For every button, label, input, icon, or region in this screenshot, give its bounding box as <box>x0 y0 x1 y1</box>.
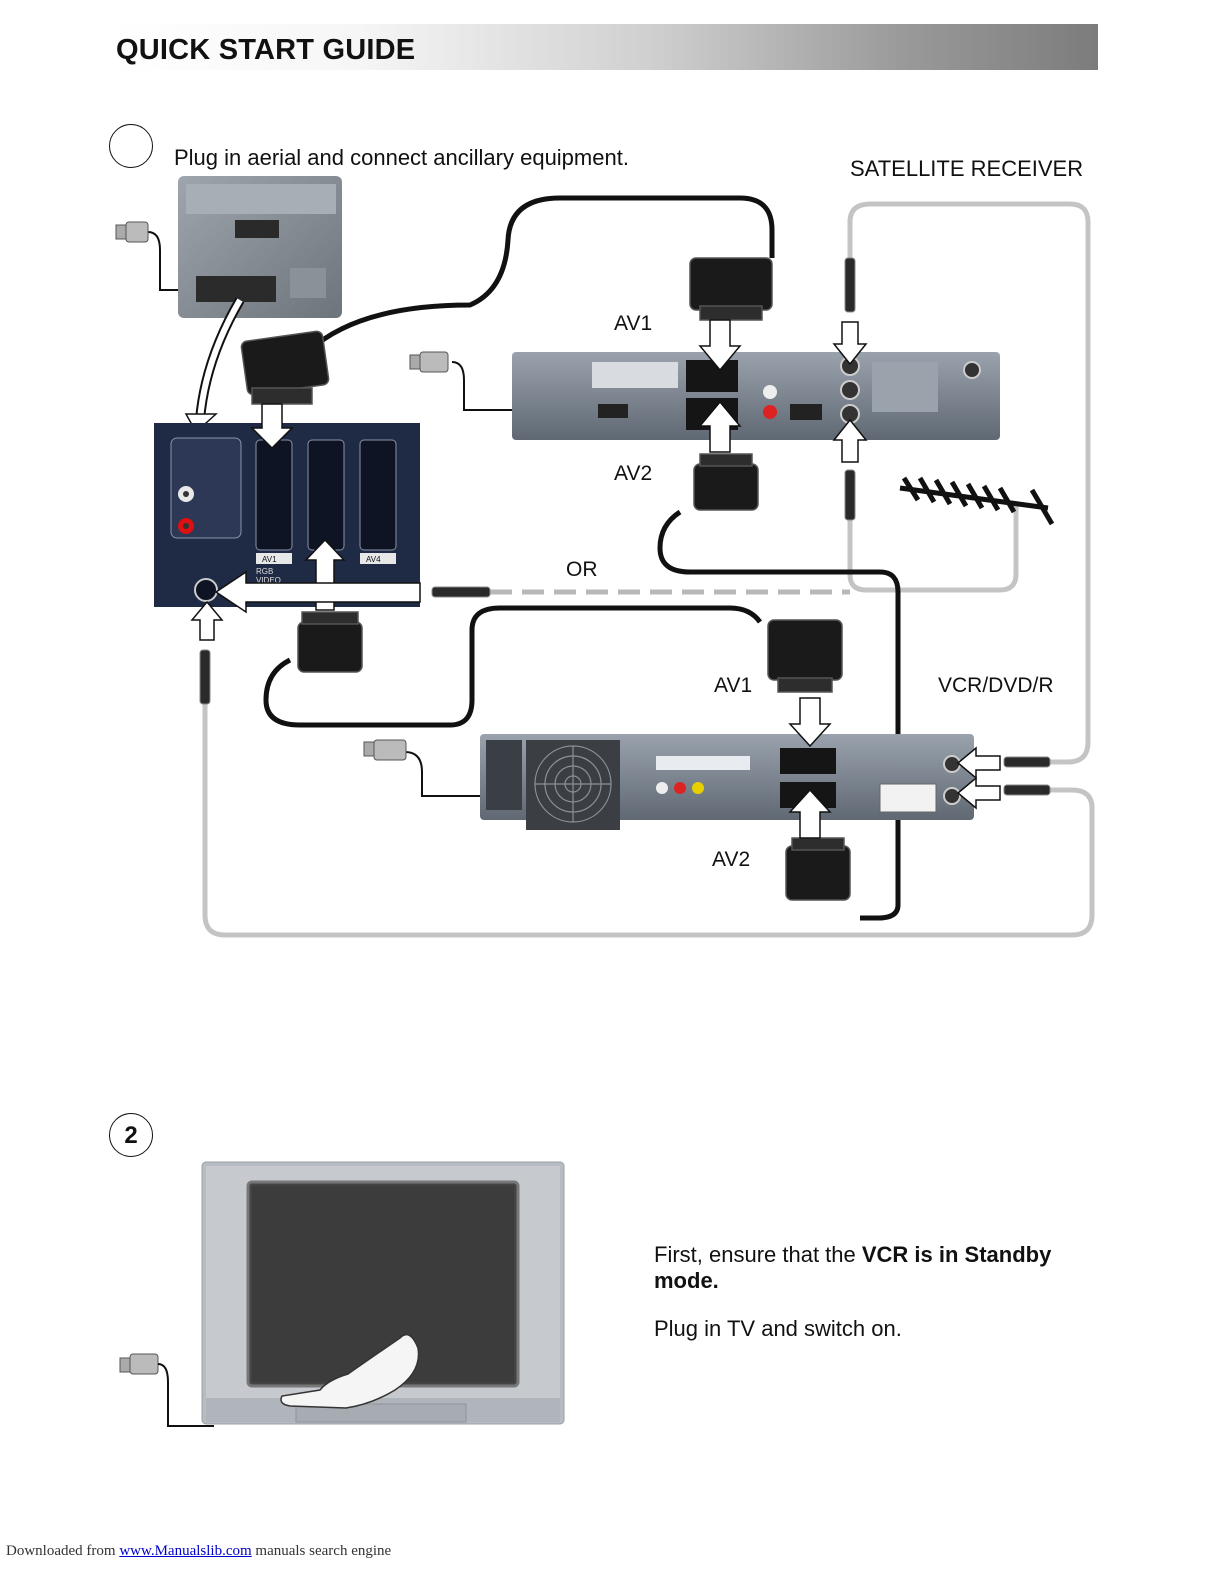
mains-plug-icon-2 <box>410 352 448 372</box>
label-or: OR <box>566 558 598 582</box>
vcr-image <box>480 734 974 830</box>
aerial-antenna-icon <box>900 478 1052 524</box>
tv-rear-image <box>178 176 342 318</box>
scart-plug-icon-3 <box>694 454 758 510</box>
coax-plug-icon-6 <box>1004 785 1050 795</box>
panel-label-rgb: RGB <box>256 567 273 576</box>
coax-plug-icon-3 <box>200 650 210 704</box>
coax-plug-icon-4 <box>432 587 490 597</box>
tv-front-image <box>110 1158 570 1434</box>
scart-plug-icon-6 <box>786 838 850 900</box>
label-vcr-dvd-r: VCR/DVD/R <box>938 674 1054 698</box>
footer-suffix: manuals search engine <box>252 1543 392 1559</box>
step-2-instructions: First, ensure that the VCR is in Standby… <box>654 1242 1094 1364</box>
scart-plug-icon-5 <box>768 620 842 692</box>
label-vcr-av2: AV2 <box>712 848 750 872</box>
label-vcr-av1: AV1 <box>714 674 752 698</box>
mains-plug-icon-1 <box>116 222 148 242</box>
coax-plug-icon-2 <box>845 470 855 520</box>
label-sat-av2: AV2 <box>614 462 652 486</box>
step-2-circle: 2 <box>109 1113 153 1157</box>
scart-plug-icon-2 <box>690 258 772 320</box>
label-sat-av1: AV1 <box>614 312 652 336</box>
coax-plug-icon-5 <box>1004 757 1050 767</box>
scart-cable-sat-av2-to-vcr-av2 <box>660 512 898 918</box>
tv-connection-panel <box>154 423 420 607</box>
scart-plug-icon-1 <box>241 331 330 404</box>
step-2-paragraph-1: First, ensure that the VCR is in Standby… <box>654 1242 1094 1294</box>
mains-plug-icon-4 <box>120 1354 158 1374</box>
footer-prefix: Downloaded from <box>6 1543 119 1559</box>
label-satellite-receiver: SATELLITE RECEIVER <box>850 156 1083 182</box>
satellite-receiver-image <box>512 352 1000 440</box>
footer-link[interactable]: www.Manualslib.com <box>119 1543 251 1559</box>
connection-diagram: AV1 AV4 RGB VIDEO <box>0 0 1224 960</box>
step-2-paragraph-2: Plug in TV and switch on. <box>654 1316 1094 1342</box>
mains-plug-icon-3 <box>364 740 406 760</box>
arrow-icon-8 <box>192 602 222 640</box>
panel-label-av4: AV4 <box>366 555 381 564</box>
scart-plug-icon-4 <box>298 612 362 672</box>
panel-label-av1: AV1 <box>262 555 277 564</box>
footer: Downloaded from www.Manualslib.com manua… <box>6 1543 391 1560</box>
coax-plug-icon-1 <box>845 258 855 312</box>
